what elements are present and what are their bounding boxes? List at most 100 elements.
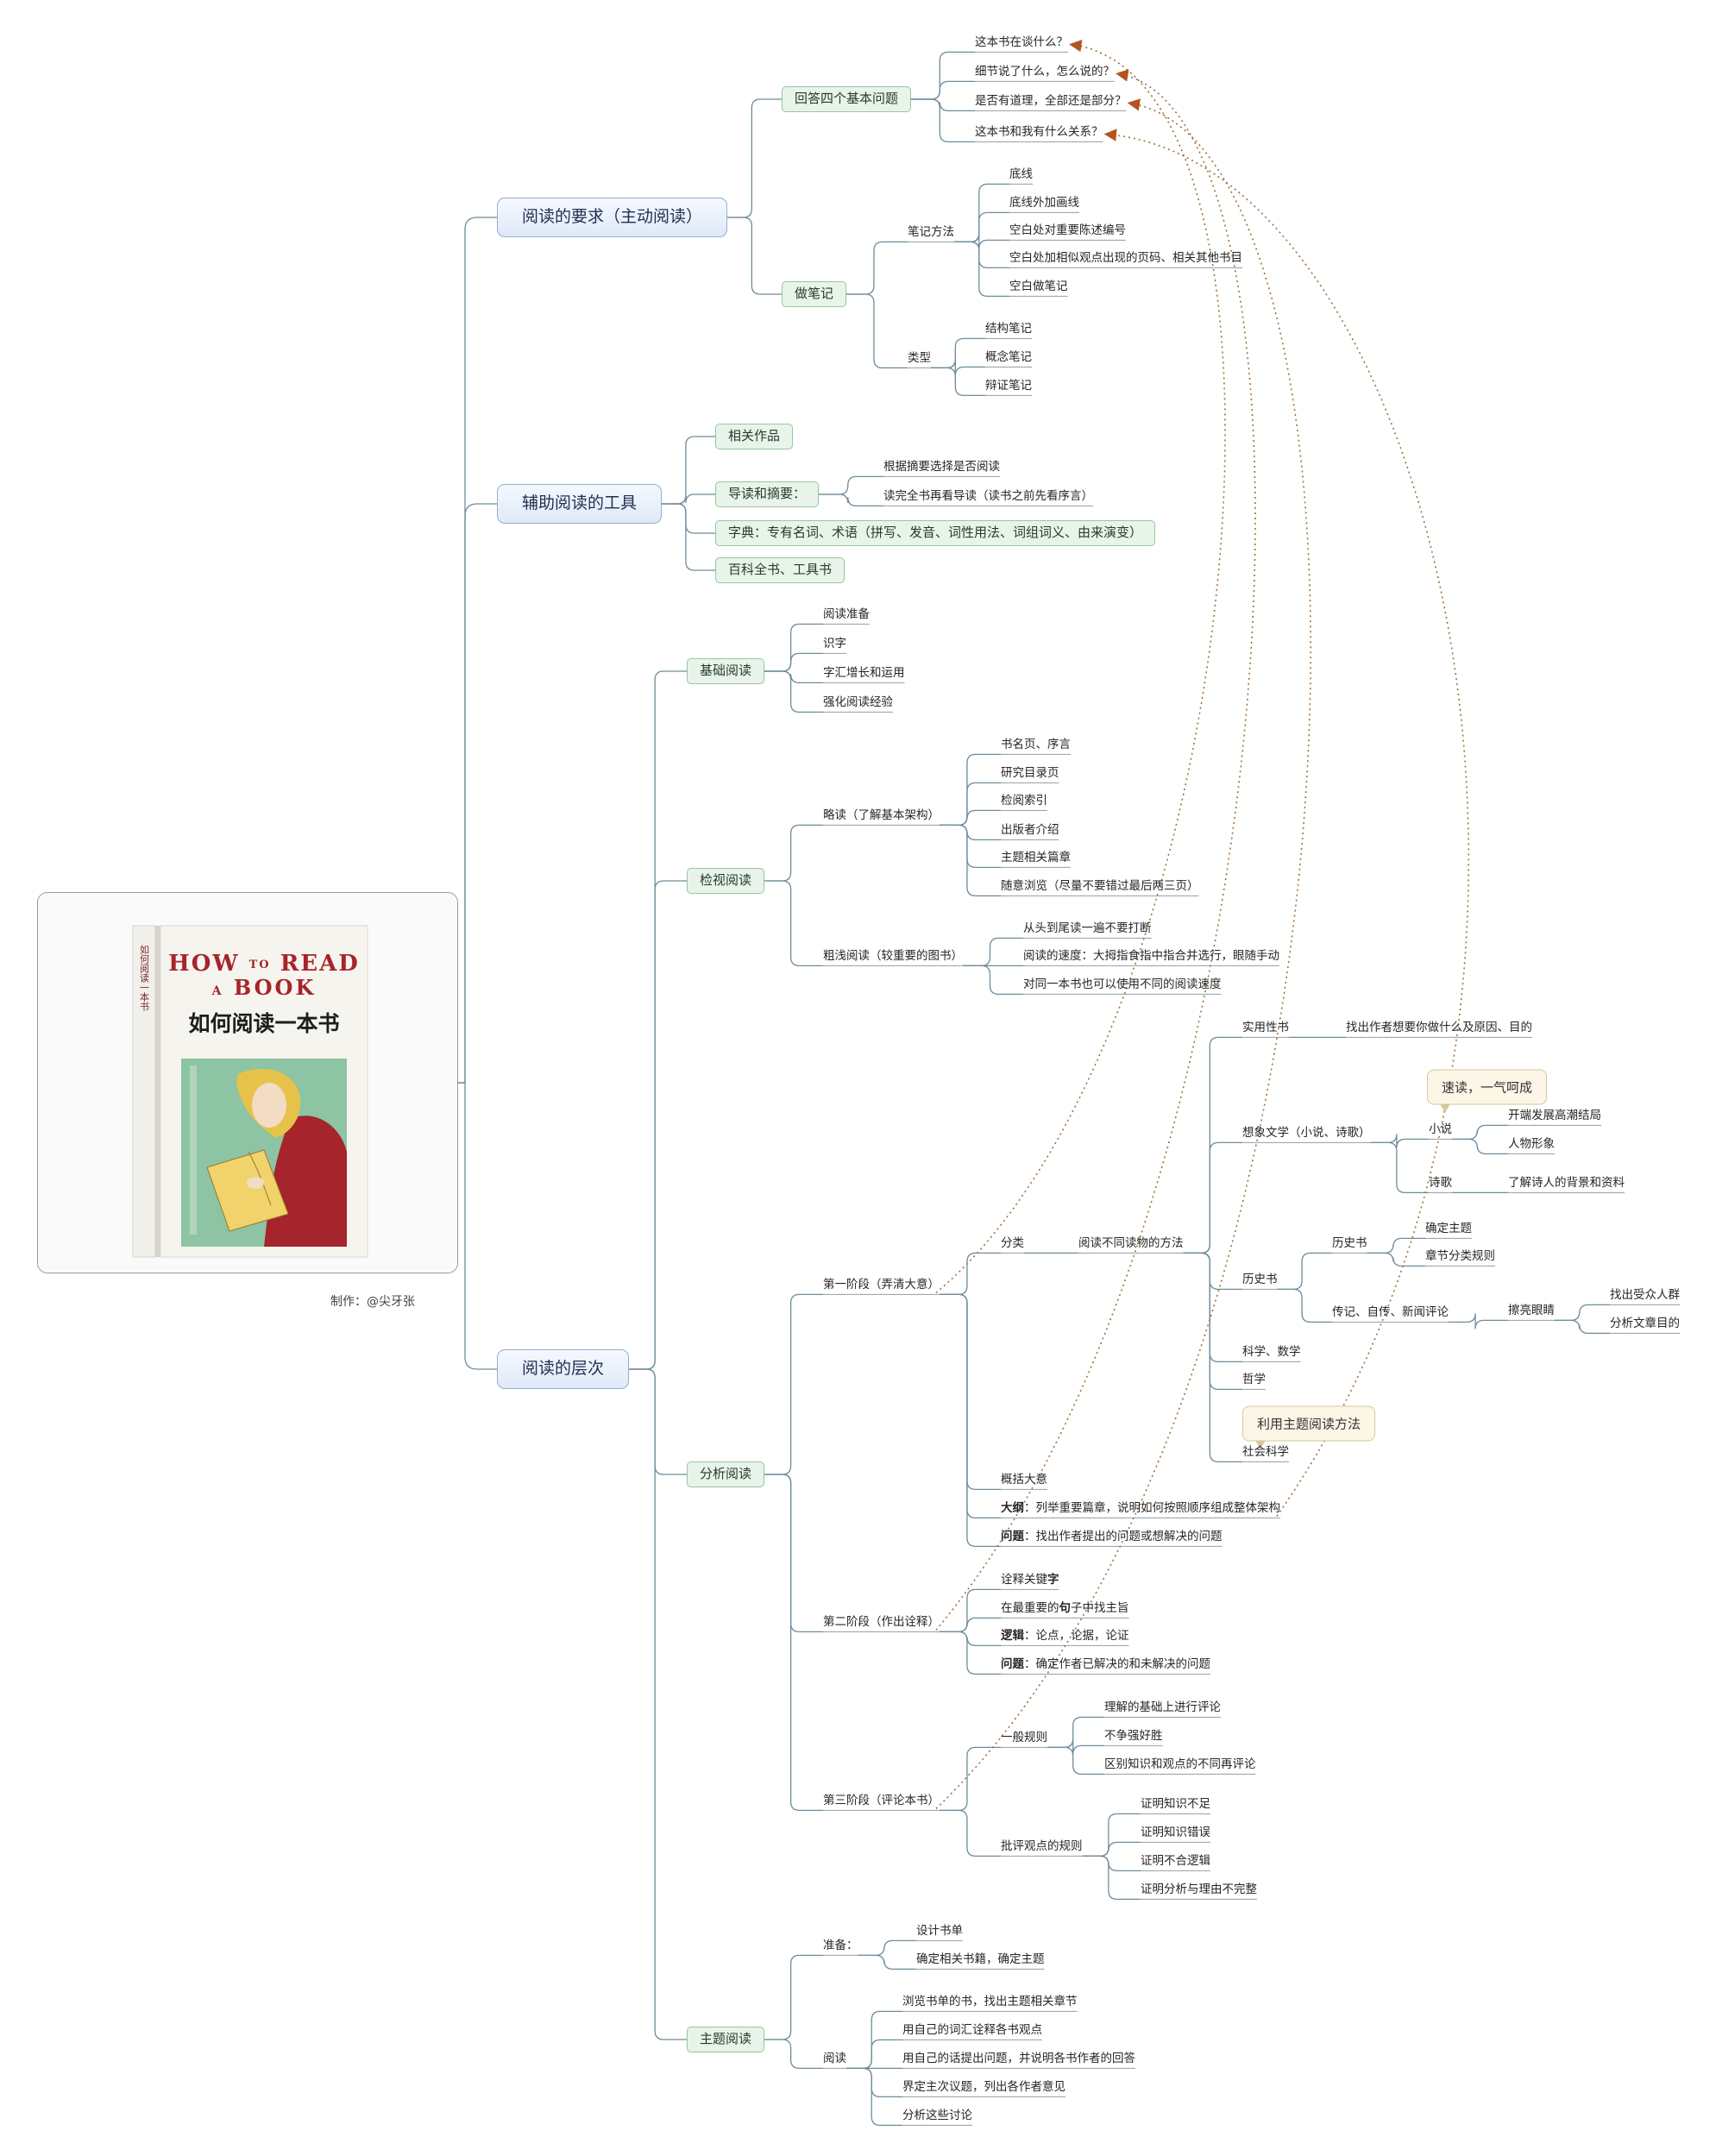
connector-line bbox=[911, 98, 975, 143]
leaf-b3[interactable]: 字汇增长和运用 bbox=[823, 665, 905, 680]
leaf-h1[interactable]: 确定主题 bbox=[1425, 1221, 1472, 1235]
leaf-note-types[interactable]: 类型 bbox=[908, 350, 931, 365]
leaf-i2[interactable]: 在最重要的句子中找主旨 bbox=[1001, 1600, 1129, 1615]
leaf-general-rules[interactable]: 一般规则 bbox=[1001, 1730, 1047, 1744]
leaf-stage3[interactable]: 第三阶段（评论本书） bbox=[823, 1793, 940, 1807]
leaf-rd4[interactable]: 界定主次议题，列出各作者意见 bbox=[902, 2079, 1065, 2094]
leaf-summary[interactable]: 概括大意 bbox=[1001, 1472, 1047, 1487]
leaf-s5[interactable]: 主题相关篇章 bbox=[1001, 850, 1071, 864]
leaf-critic-rules[interactable]: 批评观点的规则 bbox=[1001, 1839, 1083, 1853]
leaf-n2[interactable]: 人物形象 bbox=[1508, 1136, 1555, 1151]
leaf-m1[interactable]: 底线 bbox=[1009, 167, 1033, 181]
leaf-rough[interactable]: 粗浅阅读（较重要的图书） bbox=[823, 948, 963, 963]
leaf-q3[interactable]: 是否有道理，全部还是部分？ bbox=[975, 93, 1127, 108]
leaf-imaginative[interactable]: 想象文学（小说、诗歌） bbox=[1242, 1125, 1371, 1140]
node-syntopic-reading[interactable]: 主题阅读 bbox=[687, 2027, 765, 2052]
leaf-t1[interactable]: 结构笔记 bbox=[985, 321, 1032, 336]
node-encyclopedia[interactable]: 百科全书、工具书 bbox=[715, 557, 845, 583]
leaf-novel[interactable]: 小说 bbox=[1429, 1122, 1452, 1136]
branch-reading-requirements[interactable]: 阅读的要求（主动阅读） bbox=[497, 198, 728, 237]
leaf-t2[interactable]: 概念笔记 bbox=[985, 349, 1032, 364]
leaf-n1[interactable]: 开端发展高潮结局 bbox=[1508, 1108, 1601, 1122]
leaf-gr1[interactable]: 理解的基础上进行评论 bbox=[1104, 1700, 1221, 1714]
leaf-note-methods[interactable]: 笔记方法 bbox=[908, 224, 954, 239]
node-take-notes[interactable]: 做笔记 bbox=[782, 281, 847, 307]
leaf-s1[interactable]: 书名页、序言 bbox=[1001, 737, 1071, 751]
leaf-gr2[interactable]: 不争强好胜 bbox=[1104, 1728, 1163, 1743]
leaf-pr1[interactable]: 设计书单 bbox=[916, 1923, 963, 1938]
leaf-r2[interactable]: 阅读的速度：大拇指食指中指合并选行，眼随手动 bbox=[1023, 948, 1279, 963]
leaf-eyes[interactable]: 擦亮眼睛 bbox=[1508, 1303, 1555, 1317]
leaf-b4[interactable]: 强化阅读经验 bbox=[823, 695, 893, 709]
leaf-question[interactable]: 问题：找出作者提出的问题或想解决的问题 bbox=[1001, 1529, 1223, 1543]
leaf-history-book[interactable]: 历史书 bbox=[1332, 1235, 1367, 1250]
leaf-classify[interactable]: 分类 bbox=[1001, 1235, 1024, 1250]
leaf-social[interactable]: 社会科学 bbox=[1242, 1444, 1289, 1459]
leaf-stage1[interactable]: 第一阶段（弄清大意） bbox=[823, 1277, 940, 1292]
leaf-s3[interactable]: 检阅索引 bbox=[1001, 793, 1047, 808]
leaf-p1[interactable]: 了解诗人的背景和资料 bbox=[1508, 1175, 1625, 1190]
leaf-s4[interactable]: 出版者介绍 bbox=[1001, 822, 1059, 837]
connector-line bbox=[629, 880, 687, 1370]
leaf-r3[interactable]: 对同一本书也可以使用不同的阅读速度 bbox=[1023, 977, 1222, 991]
leaf-rd1[interactable]: 浏览书单的书，找出主题相关章节 bbox=[902, 1994, 1078, 2008]
leaf-s6[interactable]: 随意浏览（尽量不要错过最后两三页） bbox=[1001, 878, 1199, 893]
leaf-m3[interactable]: 空白处对重要陈述编号 bbox=[1009, 223, 1126, 237]
leaf-practical[interactable]: 实用性书 bbox=[1242, 1020, 1289, 1034]
leaf-i3[interactable]: 逻辑：论点，论据，论证 bbox=[1001, 1628, 1129, 1643]
leaf-methods[interactable]: 阅读不同读物的方法 bbox=[1078, 1235, 1184, 1250]
leaf-b1[interactable]: 阅读准备 bbox=[823, 607, 870, 621]
node-analytical-reading[interactable]: 分析阅读 bbox=[687, 1461, 765, 1487]
leaf-outline[interactable]: 大纲：列举重要篇章，说明如何按照顺序组成整体架构 bbox=[1001, 1500, 1280, 1515]
leaf-g2[interactable]: 读完全书再看导读（读书之前先看序言） bbox=[883, 488, 1093, 503]
leaf-poem[interactable]: 诗歌 bbox=[1429, 1175, 1452, 1190]
branch-reading-levels[interactable]: 阅读的层次 bbox=[497, 1349, 630, 1389]
leaf-q2[interactable]: 细节说了什么，怎么说的？ bbox=[975, 64, 1115, 79]
leaf-stage2[interactable]: 第二阶段（作出诠释） bbox=[823, 1614, 940, 1629]
connector-line bbox=[954, 233, 1009, 249]
leaf-h2[interactable]: 章节分类规则 bbox=[1425, 1248, 1495, 1263]
leaf-c1[interactable]: 证明知识不足 bbox=[1141, 1796, 1210, 1811]
leaf-read[interactable]: 阅读 bbox=[823, 2051, 846, 2065]
leaf-c2[interactable]: 证明知识错误 bbox=[1141, 1825, 1210, 1839]
leaf-c4[interactable]: 证明分析与理由不完整 bbox=[1141, 1882, 1257, 1896]
leaf-gr3[interactable]: 区别知识和观点的不同再评论 bbox=[1104, 1757, 1256, 1771]
leaf-g1[interactable]: 根据摘要选择是否阅读 bbox=[883, 459, 1000, 474]
branch-reading-tools[interactable]: 辅助阅读的工具 bbox=[497, 484, 663, 524]
leaf-pr2[interactable]: 确定相关书籍，确定主题 bbox=[916, 1952, 1045, 1966]
node-basic-reading[interactable]: 基础阅读 bbox=[687, 658, 765, 684]
node-inspectional-reading[interactable]: 检视阅读 bbox=[687, 868, 765, 894]
leaf-e2[interactable]: 分析文章目的 bbox=[1610, 1316, 1680, 1330]
leaf-science[interactable]: 科学、数学 bbox=[1242, 1344, 1301, 1359]
leaf-philosophy[interactable]: 哲学 bbox=[1242, 1372, 1266, 1386]
connector-line bbox=[963, 965, 1023, 996]
node-guide-summary[interactable]: 导读和摘要： bbox=[715, 481, 820, 507]
leaf-i1[interactable]: 诠释关键字 bbox=[1001, 1572, 1059, 1587]
callout-social[interactable]: 利用主题阅读方法 bbox=[1242, 1405, 1376, 1449]
leaf-skim[interactable]: 略读（了解基本架构） bbox=[823, 808, 940, 822]
node-four-questions[interactable]: 回答四个基本问题 bbox=[782, 86, 912, 112]
leaf-rd3[interactable]: 用自己的话提出问题，并说明各书作者的回答 bbox=[902, 2051, 1135, 2065]
leaf-practical-detail[interactable]: 找出作者想要你做什么及原因、目的 bbox=[1346, 1020, 1532, 1034]
leaf-rd5[interactable]: 分析这些讨论 bbox=[902, 2108, 972, 2122]
leaf-q1[interactable]: 这本书在谈什么？ bbox=[975, 35, 1068, 49]
callout-novel[interactable]: 速读，一气呵成 bbox=[1427, 1069, 1548, 1113]
node-related-works[interactable]: 相关作品 bbox=[715, 424, 794, 449]
leaf-q4[interactable]: 这本书和我有什么关系？ bbox=[975, 124, 1103, 139]
leaf-biography[interactable]: 传记、自传、新闻评论 bbox=[1332, 1304, 1449, 1319]
leaf-b2[interactable]: 识字 bbox=[823, 636, 846, 651]
leaf-r1[interactable]: 从头到尾读一遍不要打断 bbox=[1023, 921, 1152, 935]
leaf-s2[interactable]: 研究目录页 bbox=[1001, 765, 1059, 780]
leaf-e1[interactable]: 找出受众人群 bbox=[1610, 1287, 1680, 1302]
leaf-prep[interactable]: 准备： bbox=[823, 1938, 858, 1952]
node-dictionary[interactable]: 字典：专有名词、术语（拼写、发音、词性用法、词组词义、由来演变） bbox=[715, 520, 1156, 546]
leaf-m5[interactable]: 空白做笔记 bbox=[1009, 279, 1068, 293]
leaf-i4[interactable]: 问题：确定作者已解决的和未解决的问题 bbox=[1001, 1656, 1210, 1671]
leaf-history[interactable]: 历史书 bbox=[1242, 1272, 1278, 1286]
leaf-c3[interactable]: 证明不合逻辑 bbox=[1141, 1853, 1210, 1868]
leaf-t3[interactable]: 辩证笔记 bbox=[985, 378, 1032, 393]
connector-line bbox=[1082, 1855, 1141, 1872]
leaf-rd2[interactable]: 用自己的词汇诠释各书观点 bbox=[902, 2022, 1042, 2037]
leaf-m4[interactable]: 空白处加相似观点出现的页码、相关其他书目 bbox=[1009, 250, 1242, 265]
leaf-m2[interactable]: 底线外加画线 bbox=[1009, 195, 1079, 210]
